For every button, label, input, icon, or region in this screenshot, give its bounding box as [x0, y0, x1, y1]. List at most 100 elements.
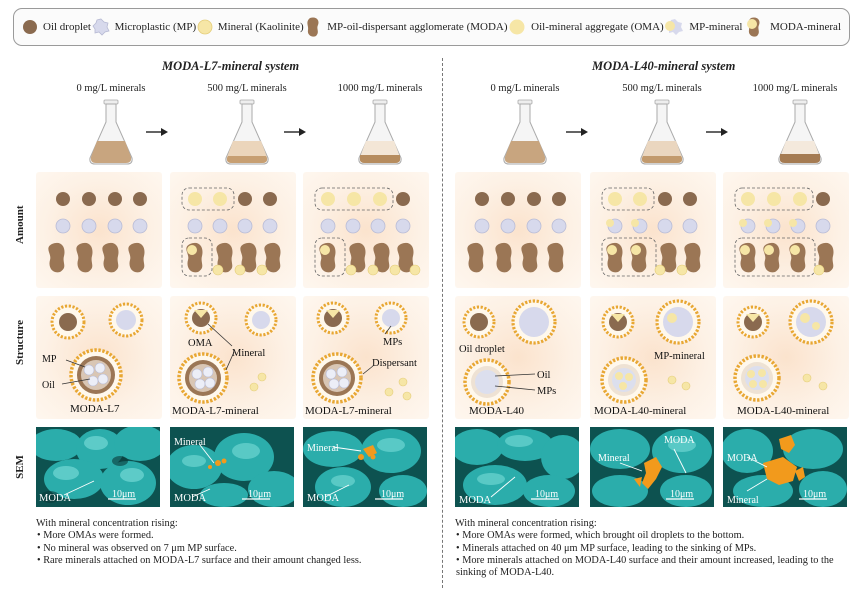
- sem-label: MODA: [174, 493, 207, 504]
- oma-structure: [316, 301, 350, 335]
- sem-label: MODA: [39, 493, 72, 504]
- moda-mineral-icon: [747, 17, 760, 37]
- note-item: • Rare minerals attached on MODA-L7 surf…: [37, 554, 362, 566]
- sem-image: Mineral MODA 10μm: [170, 427, 294, 507]
- row-label-sem: SEM: [14, 455, 26, 479]
- sem-label: Mineral: [727, 495, 759, 506]
- concentration-label: 1000 mg/L minerals: [752, 83, 838, 94]
- oma-structure: [184, 301, 218, 335]
- sem-scale-bar: 10μm: [803, 489, 826, 500]
- flask-icon: [358, 99, 402, 165]
- structure-cell: Oil droplet Oil MPs MODA-L40: [455, 296, 581, 419]
- structure-caption: MODA-L7-mineral: [305, 405, 392, 417]
- sem-label: Mineral: [174, 437, 206, 448]
- flask-icon: [778, 99, 822, 165]
- row-label-amount: Amount: [14, 205, 26, 244]
- legend-item-mp-mineral: MP-mineral: [664, 18, 743, 36]
- structure-caption: MODA-L7-mineral: [172, 405, 259, 417]
- note-item: • Minerals attached on 40 μm MP surface,…: [456, 542, 757, 554]
- oma-structure: [601, 305, 635, 339]
- sem-label: MODA: [727, 453, 758, 464]
- oil-droplet-icon: [23, 20, 37, 34]
- mp-structure: [374, 301, 408, 335]
- arrow-icon: [284, 128, 306, 136]
- legend-label: Microplastic (MP): [114, 21, 197, 33]
- mp-structure: [511, 299, 557, 345]
- legend-label: MP-mineral: [689, 21, 743, 33]
- structure-cell: MP-mineral MODA-L40-mineral: [590, 296, 716, 419]
- structure-label-oil-droplet: Oil droplet: [459, 344, 505, 355]
- structure-caption: MODA-L40: [469, 405, 524, 417]
- flask-icon: [640, 99, 684, 165]
- structure-label-mps: MPs: [383, 337, 402, 348]
- legend-item-moda-mineral: MODA-mineral: [743, 16, 841, 38]
- panel-divider: [442, 58, 443, 588]
- arrow-icon: [706, 128, 728, 136]
- amount-cell: [455, 172, 581, 288]
- amount-cell: [36, 172, 162, 288]
- legend-label: MODA-mineral: [770, 21, 841, 33]
- legend-label: MP-oil-dispersant agglomerate (MODA): [327, 21, 508, 33]
- note-item: • More OMAs were formed, which brought o…: [456, 530, 745, 542]
- structure-label-mps: MPs: [537, 386, 556, 397]
- sem-image: MODA 10μm: [455, 427, 579, 507]
- oma-structure: [736, 305, 770, 339]
- sem-label: MODA: [307, 493, 340, 504]
- sem-image: Mineral MODA 10μm: [303, 427, 427, 507]
- sem-label: Mineral: [307, 443, 339, 454]
- sem-scale-bar: 10μm: [670, 489, 693, 500]
- note-item: • More OMAs were formed.: [37, 530, 154, 542]
- flask-icon: [503, 99, 547, 165]
- arrow-icon: [146, 128, 168, 136]
- concentration-label: 0 mg/L minerals: [490, 83, 560, 94]
- sem-scale-bar: 10μm: [535, 489, 558, 500]
- concentration-label: 1000 mg/L minerals: [337, 83, 423, 94]
- legend-label: Oil-mineral aggregate (OMA): [531, 21, 664, 33]
- moda-icon: [307, 17, 319, 37]
- moda-mineral-structure: [600, 356, 648, 404]
- structure-caption: MODA-L40-mineral: [737, 405, 829, 417]
- oil-droplet-structure: [50, 304, 86, 340]
- concentration-label: 500 mg/L minerals: [207, 83, 287, 94]
- arrow-icon: [566, 128, 588, 136]
- legend: Oil droplet Microplastic (MP) Mineral (K…: [13, 8, 850, 46]
- legend-item-oma: Oil-mineral aggregate (OMA): [508, 18, 664, 36]
- sem-image: MODA 10μm: [36, 427, 160, 507]
- amount-cell: [303, 172, 429, 288]
- sem-label: MODA: [664, 435, 695, 446]
- mp-mineral-icon: [665, 19, 684, 35]
- structure-label-oil: Oil: [42, 380, 55, 391]
- legend-label: Oil droplet: [43, 21, 91, 33]
- structure-caption: MODA-L40-mineral: [594, 405, 686, 417]
- structure-label-mp: MP: [42, 354, 57, 365]
- legend-item-microplastic: Microplastic (MP): [92, 18, 197, 36]
- legend-item-oil-droplet: Oil droplet: [22, 19, 91, 35]
- structure-label-mineral: Mineral: [232, 348, 265, 359]
- structure-label-oma: OMA: [188, 338, 213, 349]
- mp-structure: [244, 303, 278, 337]
- sem-label: MODA: [459, 495, 492, 506]
- legend-item-mineral: Mineral (Kaolinite): [197, 19, 304, 35]
- moda-mineral-structure: [177, 352, 229, 404]
- concentration-label: 0 mg/L minerals: [76, 83, 146, 94]
- notes-title: With mineral concentration rising:: [36, 518, 178, 529]
- left-notes: With mineral concentration rising: • Mor…: [36, 518, 436, 567]
- mp-mineral-structure: [788, 299, 834, 345]
- structure-cell: OMA Mineral MODA-L7-mineral: [170, 296, 296, 419]
- legend-label: Mineral (Kaolinite): [217, 21, 304, 33]
- flask-icon: [225, 99, 269, 165]
- legend-item-moda: MP-oil-dispersant agglomerate (MODA): [304, 16, 508, 38]
- row-label-structure: Structure: [14, 319, 26, 365]
- structure-label-oil: Oil: [537, 370, 551, 381]
- sem-label: Mineral: [598, 453, 630, 464]
- structure-label-mp-mineral: MP-mineral: [654, 351, 705, 362]
- left-panel-title: MODA-L7-mineral system: [162, 59, 300, 73]
- amount-cell: [590, 172, 716, 288]
- mp-mineral-structure: [655, 299, 701, 345]
- moda-mineral-structure: [311, 352, 363, 404]
- notes-title: With mineral concentration rising:: [455, 518, 597, 529]
- amount-cell: [723, 172, 849, 288]
- structure-label-dispersant: Dispersant: [372, 358, 417, 369]
- structure-cell: MODA-L40-mineral: [723, 296, 849, 419]
- right-notes: With mineral concentration rising: • Mor…: [455, 518, 860, 579]
